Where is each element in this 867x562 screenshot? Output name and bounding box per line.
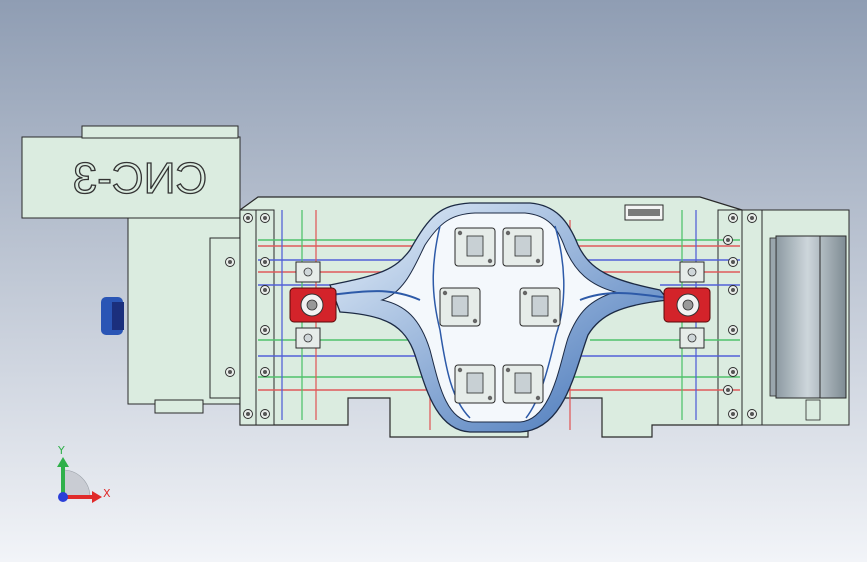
nameplate — [624, 204, 664, 221]
y-axis-label: Y — [57, 444, 65, 457]
bolt — [260, 409, 270, 419]
bolt — [728, 257, 738, 267]
bolt — [728, 367, 738, 377]
y-axis-arrowhead — [57, 457, 69, 467]
mounting-bolts — [225, 213, 757, 419]
bolt — [728, 285, 738, 295]
locator-block — [454, 364, 496, 404]
bolt — [728, 325, 738, 335]
rotary-table-right[interactable] — [769, 235, 847, 421]
motor-connector — [101, 297, 124, 335]
clamp-right[interactable] — [663, 287, 711, 323]
bolt — [723, 235, 733, 245]
bolt — [260, 213, 270, 223]
bolt — [225, 367, 235, 377]
clamp-post — [679, 261, 705, 283]
bolt — [243, 213, 253, 223]
clamp-post — [295, 261, 321, 283]
bolt — [260, 257, 270, 267]
clamp-post — [679, 327, 705, 349]
bolt — [260, 325, 270, 335]
bolt — [728, 409, 738, 419]
bolt — [723, 385, 733, 395]
bolt — [243, 409, 253, 419]
x-axis-arrowhead — [92, 491, 102, 503]
fixture-label: CNC-3 — [73, 154, 207, 203]
bolt — [747, 213, 757, 223]
bolt — [728, 213, 738, 223]
locator-block — [439, 287, 481, 327]
locator-block — [454, 227, 496, 267]
clamp-post — [295, 327, 321, 349]
locator-block — [519, 287, 561, 327]
bolt — [260, 285, 270, 295]
locator-block — [502, 227, 544, 267]
clamp-left[interactable] — [289, 287, 337, 323]
bolt — [260, 367, 270, 377]
origin-point — [58, 492, 68, 502]
locator-block — [502, 364, 544, 404]
axis-triad: Y X — [57, 444, 111, 503]
x-axis-label: X — [103, 487, 111, 500]
bolt — [225, 257, 235, 267]
bolt — [747, 409, 757, 419]
locator-blocks — [295, 227, 705, 404]
workpiece-control-arm[interactable] — [329, 202, 670, 433]
